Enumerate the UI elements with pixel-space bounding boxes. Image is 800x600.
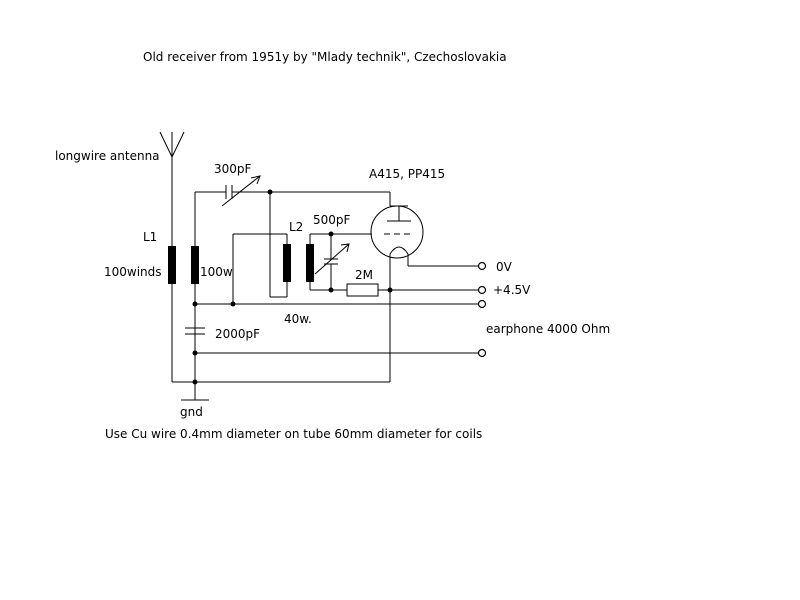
label-300pf: 300pF <box>214 162 252 176</box>
capacitor-300pf <box>221 175 261 207</box>
coil-l1-secondary <box>191 246 199 284</box>
capacitor-500pf <box>314 234 350 290</box>
label-gnd: gnd <box>180 405 203 419</box>
label-l1-winds: 100winds <box>104 265 162 279</box>
label-2000pf: 2000pF <box>215 327 261 341</box>
label-2m: 2M <box>355 268 373 282</box>
label-earphone: earphone 4000 Ohm <box>486 322 611 336</box>
label-40w: 40w. <box>284 312 312 326</box>
coil-40w <box>283 244 291 282</box>
coil-l1 <box>168 246 176 284</box>
coil-l2 <box>306 244 314 282</box>
label-4-5v: +4.5V <box>493 283 531 297</box>
label-l2: L2 <box>289 220 304 234</box>
diagram-title: Old receiver from 1951y by "Mlady techni… <box>143 50 507 64</box>
label-l1-secondary: 100w <box>200 265 233 279</box>
tube-a415 <box>331 192 424 266</box>
junction-dots <box>192 189 393 385</box>
label-tube: A415, PP415 <box>369 167 446 181</box>
ground-symbol <box>181 382 209 401</box>
label-0v: 0V <box>496 260 512 274</box>
terminals <box>477 261 487 358</box>
coil-note: Use Cu wire 0.4mm diameter on tube 60mm … <box>105 427 483 441</box>
label-antenna: longwire antenna <box>55 149 160 163</box>
label-500pf: 500pF <box>313 213 351 227</box>
label-l1: L1 <box>143 230 158 244</box>
resistor-2m <box>346 283 379 297</box>
capacitor-2000pf <box>185 327 205 335</box>
